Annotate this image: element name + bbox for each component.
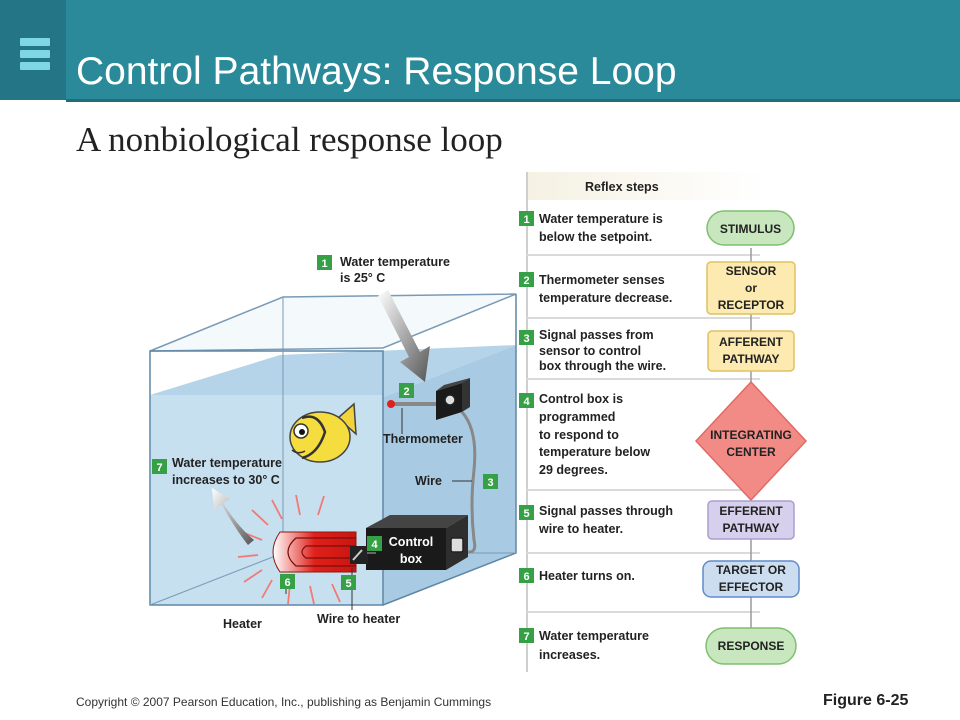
callout-water-25-line1: Water temperature <box>340 255 450 269</box>
reflex-step-5: 5 Signal passes through wire to heater. … <box>519 500 795 540</box>
svg-text:PATHWAY: PATHWAY <box>722 352 779 366</box>
svg-text:to respond to: to respond to <box>539 428 619 442</box>
svg-text:1: 1 <box>321 258 327 270</box>
integrating-diamond <box>694 380 808 502</box>
header-divider <box>66 99 960 102</box>
svg-text:CENTER: CENTER <box>726 445 776 459</box>
callout-water-25-line2: is 25° C <box>340 271 385 285</box>
step-badge <box>280 574 295 589</box>
svg-text:4: 4 <box>371 539 378 551</box>
svg-text:2: 2 <box>523 275 529 287</box>
reflex-step-3: 3 Signal passes from sensor to control b… <box>519 328 795 373</box>
copyright-footer: Copyright © 2007 Pearson Education, Inc.… <box>76 695 492 709</box>
figure-label: Figure 6-25 <box>823 692 909 709</box>
temperature-up-arrow <box>212 488 254 545</box>
heater <box>237 494 376 605</box>
step-badge <box>152 459 167 474</box>
control-box <box>366 515 468 570</box>
callout-water-30-line2: increases to 30° C <box>172 473 280 487</box>
reflex-step-4: 4 Control box is programmed to respond t… <box>519 380 808 502</box>
svg-text:5: 5 <box>523 508 529 520</box>
svg-text:7: 7 <box>156 462 162 474</box>
step-badge <box>483 474 498 489</box>
svg-text:Thermometer senses: Thermometer senses <box>539 273 665 287</box>
svg-text:Signal passes from: Signal passes from <box>539 328 654 342</box>
reflex-steps-heading: Reflex steps <box>585 180 659 194</box>
callout-water-30-line1: Water temperature <box>172 456 282 470</box>
svg-text:Water temperature is: Water temperature is <box>539 212 663 226</box>
temperature-in-arrow <box>378 290 430 382</box>
control-box-label-line1: Control <box>389 535 433 549</box>
svg-text:EFFECTOR: EFFECTOR <box>719 580 784 594</box>
menu-stack-icon <box>20 38 50 74</box>
svg-text:1: 1 <box>523 214 529 226</box>
page-title: Control Pathways: Response Loop <box>76 50 677 93</box>
sensor-box <box>706 261 796 315</box>
svg-text:7: 7 <box>523 631 529 643</box>
svg-text:or: or <box>745 281 757 295</box>
svg-text:RESPONSE: RESPONSE <box>718 639 785 653</box>
reflex-step-6: 6 Heater turns on. TARGET OR EFFECTOR <box>519 560 800 598</box>
reflex-step-1: 1 Water temperature is below the setpoin… <box>519 210 795 246</box>
svg-text:Control box is: Control box is <box>539 392 623 406</box>
svg-text:increases.: increases. <box>539 648 600 662</box>
reflex-step-7: 7 Water temperature increases. RESPONSE <box>519 627 797 665</box>
svg-text:PATHWAY: PATHWAY <box>722 521 779 535</box>
svg-text:programmed: programmed <box>539 410 615 424</box>
svg-text:sensor to control: sensor to control <box>539 344 641 358</box>
stimulus-box <box>706 210 795 246</box>
wire-thermometer-to-box <box>460 411 477 554</box>
svg-text:below the setpoint.: below the setpoint. <box>539 230 652 244</box>
thermometer <box>387 378 470 434</box>
svg-text:box through the wire.: box through the wire. <box>539 359 666 373</box>
svg-text:Water temperature: Water temperature <box>539 629 649 643</box>
svg-text:AFFERENT: AFFERENT <box>719 335 784 349</box>
svg-text:6: 6 <box>523 571 529 583</box>
heater-label: Heater <box>223 617 262 631</box>
svg-text:3: 3 <box>523 333 529 345</box>
header-bar <box>0 0 960 100</box>
step-badge <box>317 255 332 270</box>
svg-text:TARGET OR: TARGET OR <box>716 563 786 577</box>
svg-text:EFFERENT: EFFERENT <box>719 504 783 518</box>
thermometer-label: Thermometer <box>383 432 463 446</box>
svg-text:5: 5 <box>345 578 351 590</box>
effector-box <box>702 560 800 598</box>
svg-text:3: 3 <box>487 477 493 489</box>
svg-text:temperature below: temperature below <box>539 445 650 459</box>
step-badge <box>367 536 382 551</box>
wire-label: Wire <box>415 474 442 488</box>
svg-text:INTEGRATING: INTEGRATING <box>710 428 792 442</box>
svg-text:RECEPTOR: RECEPTOR <box>718 298 785 312</box>
step-badge <box>341 575 356 590</box>
svg-text:temperature decrease.: temperature decrease. <box>539 291 672 305</box>
fish-illustration <box>289 402 357 463</box>
control-box-label-line2: box <box>400 552 422 566</box>
svg-text:Signal passes through: Signal passes through <box>539 504 673 518</box>
svg-text:Heater turns on.: Heater turns on. <box>539 569 635 583</box>
svg-text:4: 4 <box>523 396 530 408</box>
afferent-box <box>707 330 795 372</box>
svg-text:STIMULUS: STIMULUS <box>720 222 781 236</box>
svg-text:6: 6 <box>284 577 290 589</box>
step-badge <box>399 383 414 398</box>
svg-text:SENSOR: SENSOR <box>726 264 777 278</box>
response-box <box>705 627 797 665</box>
efferent-box <box>707 500 795 540</box>
svg-text:2: 2 <box>403 386 409 398</box>
wire-to-heater-label: Wire to heater <box>317 612 400 626</box>
page-subtitle: A nonbiological response loop <box>76 120 503 159</box>
svg-text:wire to heater.: wire to heater. <box>538 522 623 536</box>
svg-text:29 degrees.: 29 degrees. <box>539 463 608 477</box>
reflex-step-2: 2 Thermometer senses temperature decreas… <box>519 261 796 315</box>
